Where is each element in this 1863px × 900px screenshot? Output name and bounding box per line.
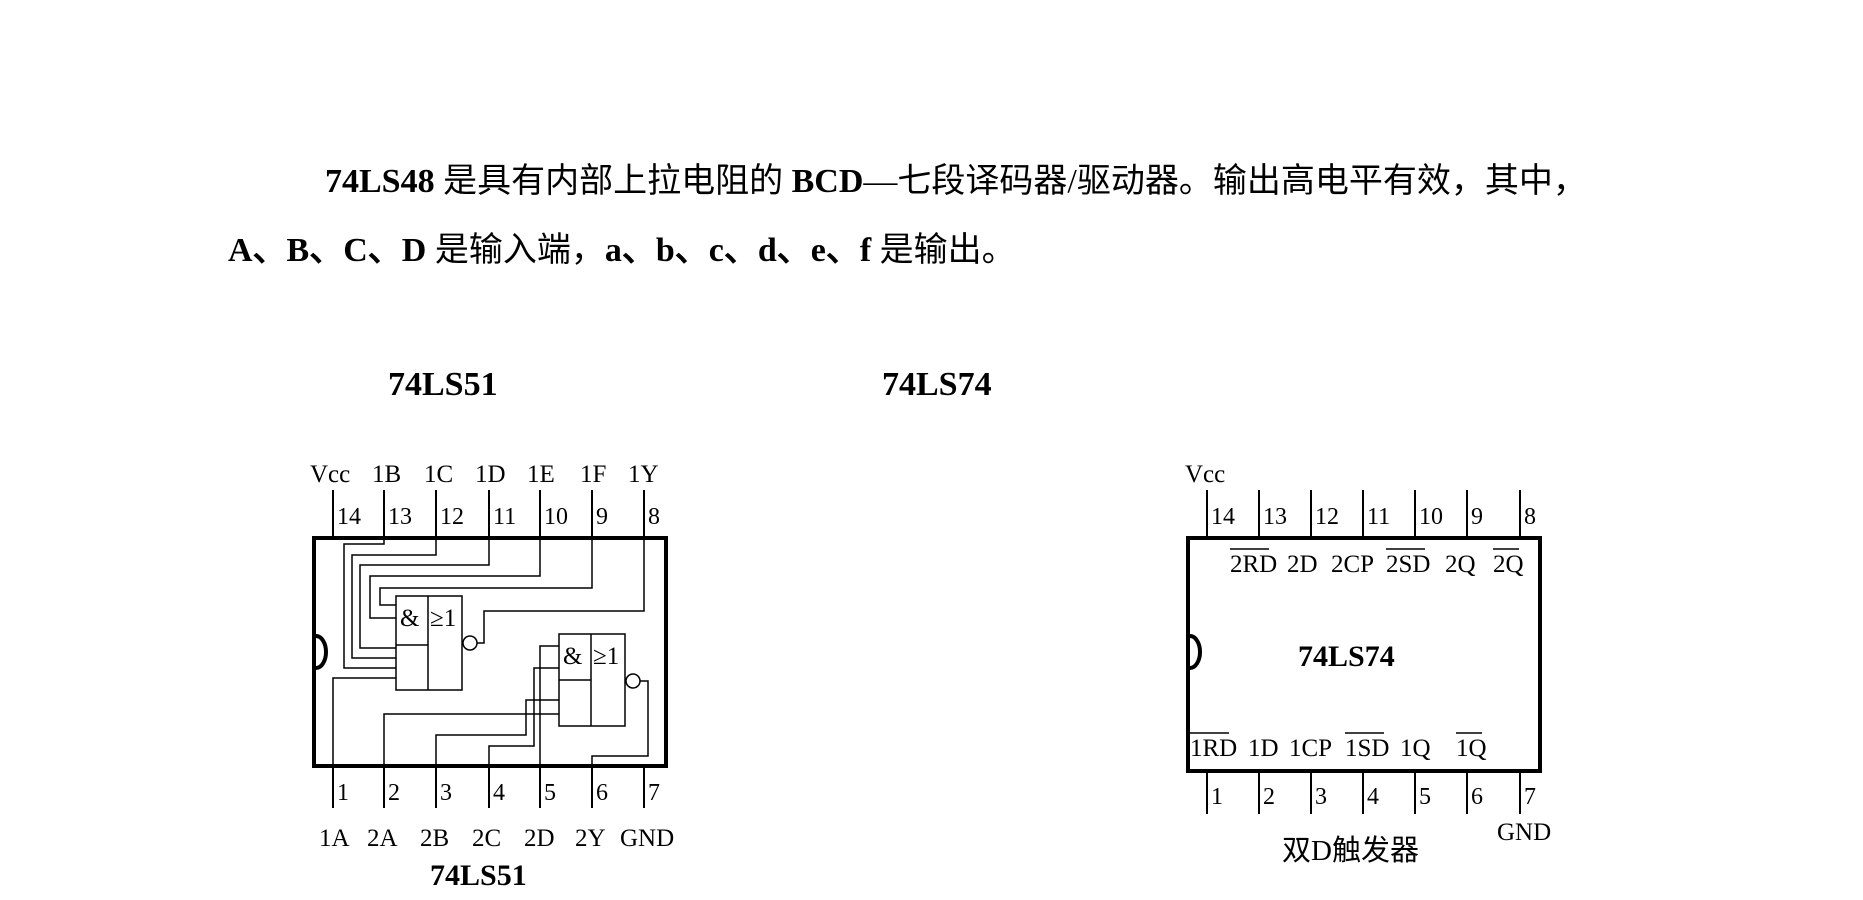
ic51-gate2-or-symbol: ≥1 [593, 643, 619, 670]
ic51-gate1-and-symbol: & [400, 605, 419, 632]
line1-run: BCD [791, 163, 864, 200]
ic74-bottom-pin-number: 5 [1419, 784, 1431, 810]
ic51-gate1-inverter-bubble [462, 635, 478, 651]
ic51-gate2-inverter-bubble [625, 673, 641, 689]
ic74-inner-top-label: 2D [1287, 551, 1318, 578]
ic74-inner-top-label: 2Q [1445, 551, 1476, 578]
ic51-top-pin-number: 9 [596, 504, 608, 530]
ic51-bottom-pin-number: 7 [648, 780, 660, 806]
ic51-bottom-label: 2A [367, 825, 398, 852]
ic74-inner-bottom-label: 1SD [1345, 735, 1389, 762]
ic74-inner-top-label: 2CP [1331, 551, 1374, 578]
ic74-bottom-pin-number: 6 [1471, 784, 1483, 810]
ic51-gate-1 [395, 595, 478, 691]
ic74-inner-top-label: 2SD [1386, 551, 1430, 578]
ic74-caption: 双D触发器 [1282, 834, 1419, 867]
ic51-top-pin-number: 14 [337, 504, 361, 530]
ic51-gate1-or-symbol: ≥1 [430, 605, 456, 632]
ic51-top-pin-number: 11 [493, 504, 516, 530]
ic51-top-label: Vcc [310, 461, 350, 488]
ic51-bottom-pin-number: 4 [493, 780, 505, 806]
line2-run: 是输出。 [871, 232, 1016, 269]
ic51-gate1-body [395, 595, 463, 691]
ic74-inner-bottom-label: 1Q [1456, 735, 1487, 762]
ic51-bottom-pin-number: 1 [337, 780, 349, 806]
ic51-bottom-label: GND [620, 825, 674, 852]
ic74-inner-bottom-label: 1CP [1289, 735, 1332, 762]
paragraph-line-1: 74LS48 是具有内部上拉电阻的 BCD—七段译码器/驱动器。输出高电平有效，… [325, 162, 1587, 202]
ic51-bottom-label: 2C [472, 825, 501, 852]
ic74-gnd-label: GND [1497, 819, 1551, 846]
ic74-bottom-pin-number: 2 [1263, 784, 1275, 810]
line2-run: 是输入端， [426, 232, 605, 269]
ic51-top-pin-number: 13 [388, 504, 412, 530]
ic51-top-pin-number: 8 [648, 504, 660, 530]
ic51-bottom-label: 2Y [575, 825, 606, 852]
ic74-bottom-pin-number: 1 [1211, 784, 1223, 810]
ic51-bottom-pin-number: 3 [440, 780, 452, 806]
ic74-inner-top-label: 2RD [1230, 551, 1277, 578]
ic51-top-label: 1E [527, 461, 555, 488]
ic51-bottom-pin-number: 2 [388, 780, 400, 806]
ic51-top-pin-number: 10 [544, 504, 568, 530]
ic51-top-label: 1B [372, 461, 401, 488]
line2-run: a、b、c、d、e、f [604, 232, 872, 269]
ic74-bottom-pin-number: 3 [1315, 784, 1327, 810]
ic74-top-pin-number: 14 [1211, 504, 1235, 530]
line1-run: 74LS48 [325, 163, 435, 200]
ic74-center-label: 74LS74 [1298, 640, 1395, 673]
ic74-inner-bottom-label: 1Q [1400, 735, 1431, 762]
ic51-top-label: 1Y [628, 461, 659, 488]
ic51-top-pin-number: 12 [440, 504, 464, 530]
ic51-bottom-pin-number: 6 [596, 780, 608, 806]
ic74-top-pin-number: 12 [1315, 504, 1339, 530]
paragraph-line-2: A、B、C、D 是输入端，a、b、c、d、e、f 是输出。 [228, 231, 1016, 271]
ic51-top-label: 1F [580, 461, 606, 488]
ic51-top-label: 1C [424, 461, 453, 488]
ic51-bottom-label: 1A [319, 825, 350, 852]
line1-run: 是具有内部上拉电阻的 [434, 163, 792, 200]
title-74ls74: 74LS74 [882, 366, 992, 403]
ic74-inner-bottom-label: 1RD [1190, 735, 1237, 762]
ic74-vcc-label: Vcc [1185, 461, 1225, 488]
ic74-inner-top-label: 2Q [1493, 551, 1524, 578]
ic74-top-pin-number: 10 [1419, 504, 1443, 530]
ic74-top-pin-number: 9 [1471, 504, 1483, 530]
ic51-caption: 74LS51 [430, 859, 527, 892]
ic74-top-pin-number: 8 [1524, 504, 1536, 530]
ic51-gate2-and-symbol: & [563, 643, 582, 670]
ic51-wiring [332, 516, 649, 776]
ic51-bottom-label: 2D [524, 825, 555, 852]
line1-run: —七段译码器/驱动器。输出高电平有效，其中， [863, 163, 1587, 200]
ic51-top-label: 1D [475, 461, 506, 488]
ic51-notch [315, 634, 328, 670]
line2-run: A、B、C、D [228, 232, 427, 269]
ic74-bottom-pin-number: 4 [1367, 784, 1379, 810]
ic74-top-pin-number: 11 [1367, 504, 1390, 530]
ic74-bottom-pin-number: 7 [1524, 784, 1536, 810]
ic51-bottom-pin-number: 5 [544, 780, 556, 806]
ic74-inner-bottom-label: 1D [1248, 735, 1279, 762]
ic51-bottom-label: 2B [420, 825, 449, 852]
title-74ls51: 74LS51 [388, 366, 498, 403]
ic74-notch [1189, 634, 1202, 670]
ic74-top-pin-number: 13 [1263, 504, 1287, 530]
